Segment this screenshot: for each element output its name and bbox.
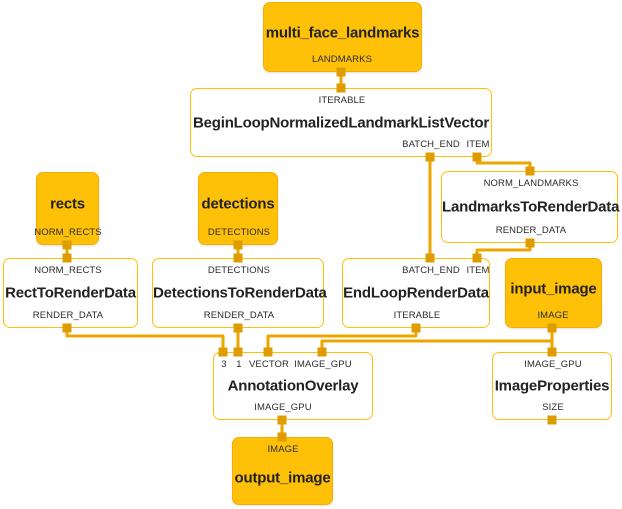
port-label-end_loop_render_data-batch_end: BATCH_END	[402, 265, 460, 276]
node-title-input_image: input_image	[510, 280, 597, 298]
port-label-detections-detections: DETECTIONS	[207, 227, 271, 238]
port-label-end_loop_render_data-iterable: ITERABLE	[393, 310, 441, 321]
port-label-rect_to_render_data-norm_rects: NORM_RECTS	[34, 265, 102, 276]
edge-input_image.IMAGE-to-annotation_overlay.IMAGE_GPU	[320, 339, 552, 352]
node-rect_to_render_data[interactable]: RectToRenderData NORM_RECTS RENDER_DATA	[3, 258, 138, 328]
port-label-image_properties-image_gpu: IMAGE_GPU	[524, 359, 582, 370]
node-title-detections_to_render_data: DetectionsToRenderData	[153, 284, 327, 302]
edge-begin_loop.ITEM-to-landmarks_to_render_data.NORM_LANDMARKS	[475, 157, 532, 171]
node-image_properties[interactable]: ImageProperties IMAGE_GPU SIZE	[492, 352, 612, 420]
port-label-output_image-image: IMAGE	[267, 444, 299, 455]
node-detections_to_render_data[interactable]: DetectionsToRenderData DETECTIONS RENDER_D…	[152, 258, 327, 328]
port-label-annotation_overlay-image_gpu: IMAGE_GPU	[254, 402, 312, 413]
node-title-multi_face_landmarks: multi_face_landmarks	[265, 24, 420, 42]
port-label-detections_to_render_data-render_data: RENDER_DATA	[203, 310, 275, 321]
edge-landmarks_to_render_data.RENDER_DATA-to-end_loop_render_data.ITEM	[475, 243, 532, 258]
port-label-multi_face_landmarks-landmarks: LANDMARKS	[311, 54, 373, 65]
port-label-annotation_overlay-vector: VECTOR	[248, 359, 290, 370]
node-title-annotation_overlay: AnnotationOverlay	[227, 377, 359, 395]
edge-rect_to_render_data.RENDER_DATA-to-annotation_overlay.3	[65, 328, 225, 352]
node-title-end_loop_render_data: EndLoopRenderData	[343, 284, 489, 302]
port-label-begin_loop-iterable: ITERABLE	[318, 95, 366, 106]
port-label-rects-norm_rects: NORM_RECTS	[34, 227, 102, 238]
port-label-detections_to_render_data-detections: DETECTIONS	[207, 265, 271, 276]
port-label-rect_to_render_data-render_data: RENDER_DATA	[32, 310, 104, 321]
port-label-annotation_overlay-3: 3	[221, 359, 227, 370]
port-label-landmarks_to_render_data-norm_landmarks: NORM_LANDMARKS	[483, 178, 579, 189]
node-title-begin_loop: BeginLoopNormalizedLandmarkListVector	[193, 114, 489, 131]
node-end_loop_render_data[interactable]: EndLoopRenderData BATCH_END ITEM ITERABLE	[342, 258, 490, 328]
node-title-landmarks_to_render_data: LandmarksToRenderData	[442, 198, 620, 216]
node-landmarks_to_render_data[interactable]: LandmarksToRenderData NORM_LANDMARKS RENDE…	[441, 171, 620, 243]
edge-end_loop_render_data.ITERABLE-to-annotation_overlay.VECTOR	[266, 328, 418, 352]
node-title-image_properties: ImageProperties	[494, 377, 610, 395]
port-label-end_loop_render_data-item: ITEM	[466, 265, 490, 276]
port-label-input_image-image: IMAGE	[537, 310, 569, 321]
port-label-landmarks_to_render_data-render_data: RENDER_DATA	[495, 225, 567, 236]
port-label-begin_loop-batch_end: BATCH_END	[402, 139, 460, 150]
port-label-image_properties-size: SIZE	[542, 402, 564, 413]
node-title-rects: rects	[50, 195, 85, 213]
port-label-annotation_overlay-1: 1	[236, 359, 242, 370]
node-output_image[interactable]: output_image IMAGE	[232, 437, 333, 505]
node-title-detections: detections	[201, 195, 275, 213]
node-title-output_image: output_image	[234, 469, 331, 487]
port-label-annotation_overlay-image_gpu: IMAGE_GPU	[294, 359, 352, 370]
node-title-rect_to_render_data: RectToRenderData	[5, 284, 136, 302]
port-label-begin_loop-item: ITEM	[466, 139, 490, 150]
